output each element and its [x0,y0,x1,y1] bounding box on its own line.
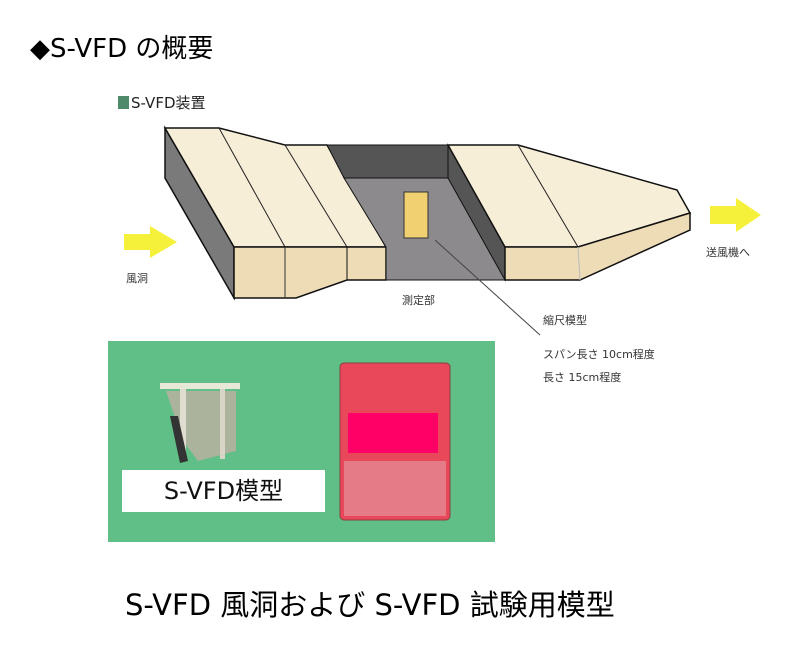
model-strut [220,389,225,459]
wind-tunnel-diagram [124,125,761,336]
note-span: スパン長さ 10cm程度 [543,348,655,361]
model-shadow [170,416,188,463]
model-top-plate [160,383,240,389]
figure-caption: S-VFD 風洞および S-VFD 試験用模型 [125,588,615,622]
inlet-arrow-icon [124,226,177,258]
photo-objects [160,362,451,521]
model-label: 縮尺模型 [543,314,587,327]
duct-seam [218,127,286,248]
model-strut [180,389,186,459]
duct-seam [517,144,579,248]
photo-model-label: S-VFD模型 [122,470,325,512]
test-section-label: 測定部 [402,294,435,307]
section-heading: S-VFD装置 [118,92,206,113]
page-title: ◆S-VFD の概要 [30,34,214,64]
aluminum-model [160,383,240,463]
test-section-back [326,144,449,179]
leader-line [434,239,541,336]
outlet-label: 送風機へ [706,246,750,259]
square-bullet-icon [118,96,129,109]
duct-seam [284,144,348,248]
outlet-arrow-icon [710,198,761,232]
scale-model [403,191,429,239]
inlet-label: 風洞 [126,272,148,285]
red-box-lower [344,461,446,516]
duct-left-front [233,246,387,299]
note-length: 長さ 15cm程度 [543,371,622,384]
section-heading-text: S-VFD装置 [131,94,206,112]
model-photo: S-VFD模型 [108,341,495,542]
duct-seam [577,246,581,281]
magenta-label [348,413,438,453]
